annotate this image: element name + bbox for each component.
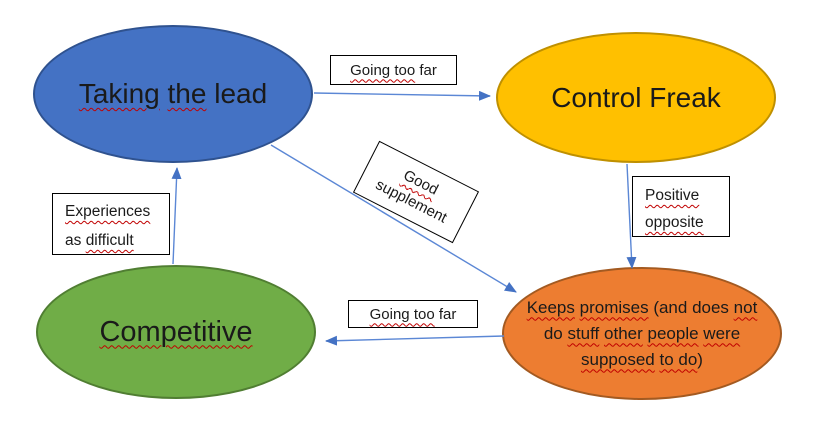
arrow-competitive-to-taking[interactable] [171,167,182,265]
node-competitive[interactable]: Competitive [36,265,316,399]
node-taking-the-lead[interactable]: Taking the lead [33,25,313,163]
node-taking-the-lead-label: Taking the lead [78,78,268,109]
edge-label-going-too-far-top-text: Going too far [350,61,437,79]
arrow-taking-to-control[interactable] [313,90,491,101]
arrow-keeps-to-competitive[interactable] [325,335,505,346]
edge-label-going-too-far-bottom[interactable]: Going too far [348,300,478,328]
arrow-control-to-keeps[interactable] [626,163,637,269]
node-control-freak[interactable]: Control Freak [496,32,776,163]
node-competitive-label: Competitive [99,315,253,348]
node-control-freak-label: Control Freak [551,81,721,113]
edge-label-going-too-far-bottom-text: Going too far [369,305,457,323]
arrow-taking-to-keeps[interactable] [270,144,517,293]
edge-label-going-too-far-top[interactable]: Going too far [330,55,457,85]
